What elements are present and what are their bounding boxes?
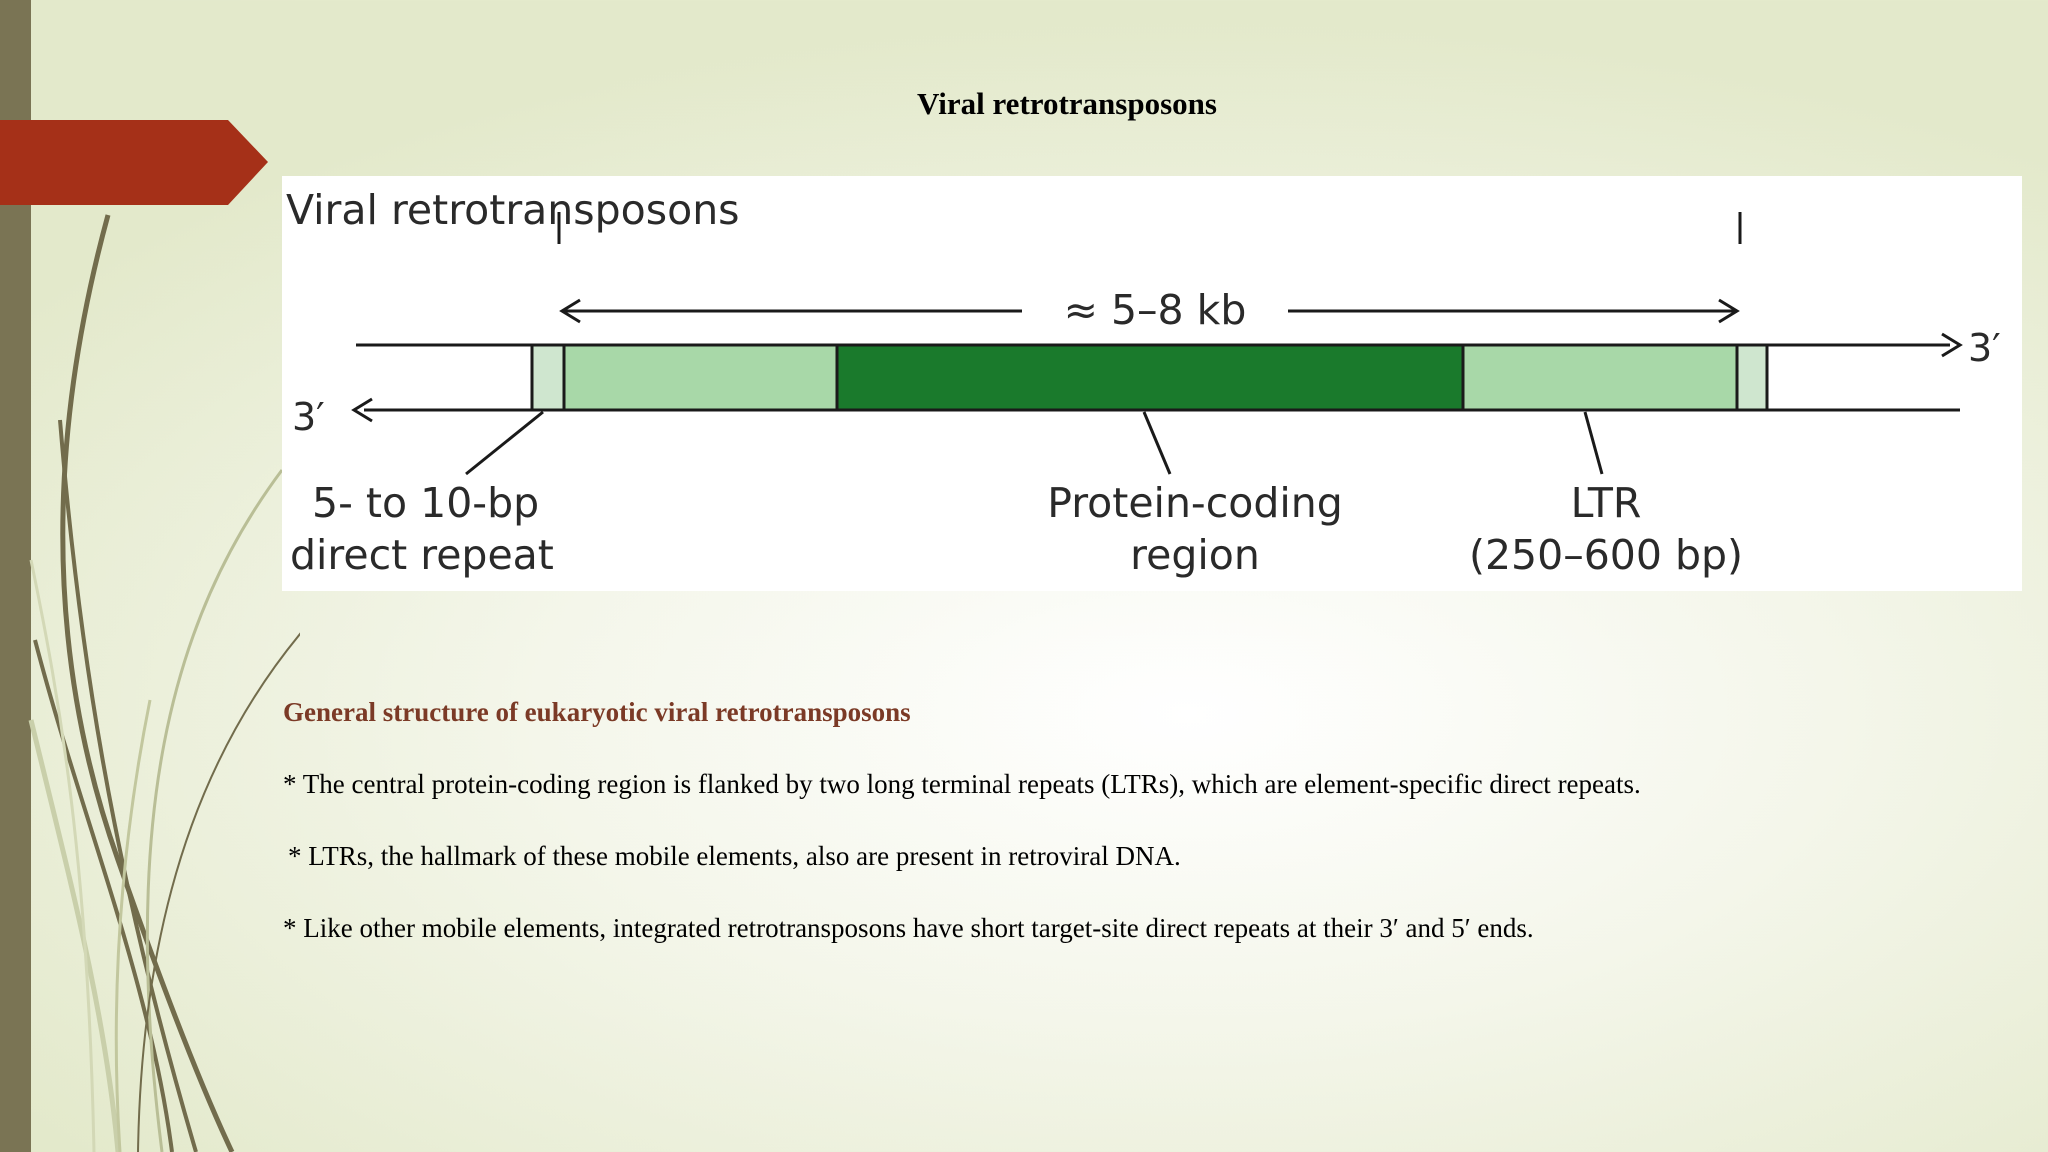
length-label: ≈ 5–8 kb <box>1064 286 1247 334</box>
bullet-target-site-repeats: * Like other mobile elements, integrated… <box>283 913 1534 943</box>
left-direct-repeat <box>530 343 566 412</box>
top-strand-arrowhead <box>1941 332 1963 358</box>
ltr-pointer <box>1583 411 1604 475</box>
protein-coding-region-box <box>835 343 1465 412</box>
coding-label-line1: Protein-coding <box>1047 479 1343 527</box>
bullet-ltr-flanking: * The central protein-coding region is f… <box>283 769 1641 799</box>
right-ltr <box>1461 343 1739 412</box>
direct-repeat-label-line1: 5- to 10-bp <box>312 479 539 527</box>
accent-arrow-tab <box>0 120 268 205</box>
bottom-strand-arrowhead <box>351 397 373 423</box>
length-arrow-right-head <box>1718 298 1740 324</box>
right-direct-repeat <box>1735 343 1769 412</box>
retrotransposon-diagram: Viral retrotransposons ≈ 5–8 kb 3′ 3′ 5-… <box>282 176 2022 591</box>
ltr-label-line1: LTR <box>1571 479 1642 527</box>
coding-region-pointer <box>1142 411 1172 475</box>
figure-heading: Viral retrotransposons <box>286 186 740 234</box>
section-heading: General structure of eukaryotic viral re… <box>283 697 911 727</box>
decorative-swirls <box>28 214 300 1152</box>
coding-label-line2: region <box>1130 531 1260 579</box>
direct-repeat-pointer <box>465 410 544 476</box>
three-prime-left: 3′ <box>292 395 325 439</box>
bullet-ltr-hallmark: * LTRs, the hallmark of these mobile ele… <box>288 841 1181 871</box>
length-arrow-left-head <box>559 298 581 324</box>
ltr-label-line2: (250–600 bp) <box>1469 531 1743 579</box>
direct-repeat-label-line2: direct repeat <box>290 531 554 579</box>
slide-title: Viral retrotransposons <box>917 86 1217 121</box>
three-prime-right: 3′ <box>1968 326 2001 370</box>
